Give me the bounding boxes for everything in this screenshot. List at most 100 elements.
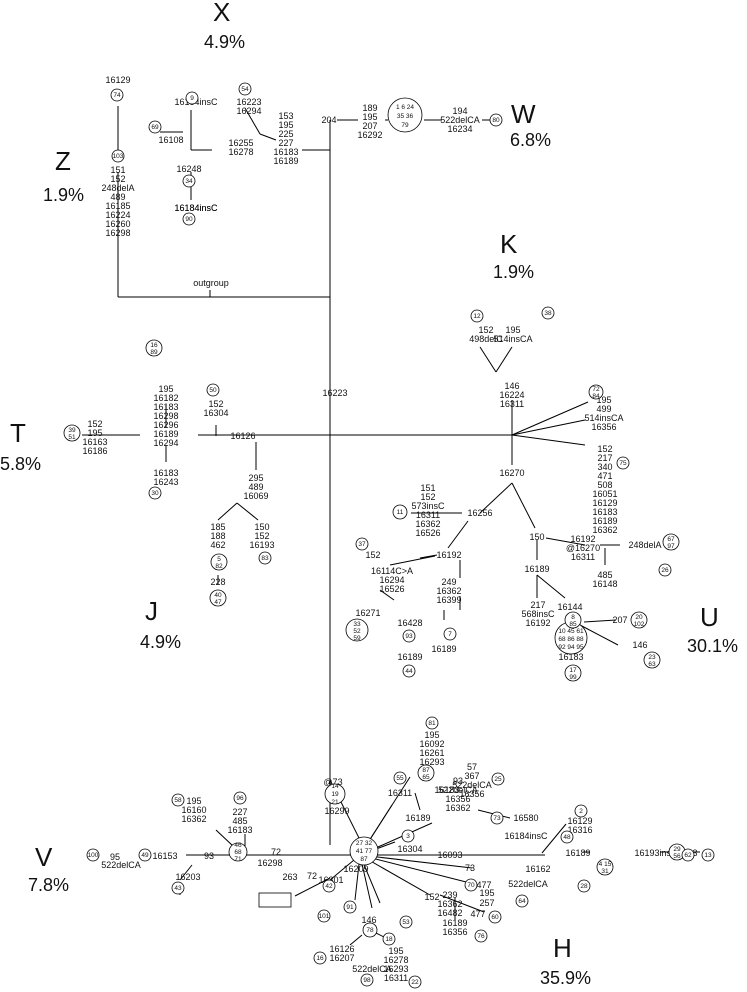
mutation-label: 146 — [504, 381, 519, 391]
haplotype-node — [322, 879, 336, 893]
haplotype-node — [488, 910, 502, 924]
node-sample-ids: 89 — [150, 349, 158, 356]
mutation-label: 16278 — [383, 955, 408, 965]
mutation-label: 16270 — [499, 468, 524, 478]
haplotype-node — [401, 829, 415, 843]
mutation-label: 16294 — [236, 106, 261, 116]
mutation-label: 72 — [307, 871, 317, 881]
haplotype-node — [464, 878, 478, 892]
node-sample-ids: 67 — [667, 536, 675, 543]
haplotype-node — [343, 900, 357, 914]
mutation-label: 16182 — [153, 393, 178, 403]
node-sample-ids: 16 — [316, 955, 324, 962]
haplotype-node — [417, 764, 435, 782]
mutation-label: 16316 — [567, 825, 592, 835]
haplotype-node — [228, 842, 248, 862]
node-sample-ids: 103 — [113, 153, 124, 160]
node-sample-ids: 31 — [601, 868, 609, 875]
crs-box — [258, 892, 292, 908]
node-sample-ids: 21 — [331, 799, 339, 806]
mutation-label: 16114C>A — [371, 566, 413, 576]
mutation-label: 16260 — [105, 219, 130, 229]
mutation-label: 16189 — [592, 516, 617, 526]
haplotype-node — [209, 589, 227, 607]
hg-v-pct: 7.8% — [28, 875, 69, 895]
node-sample-ids: 46 — [234, 842, 242, 849]
haplotype-node — [392, 504, 408, 520]
mutation-label: 522delCA — [101, 860, 141, 870]
node-sample-ids: 22 — [411, 979, 419, 986]
node-sample-ids: 60 — [491, 914, 499, 921]
mutation-label: 16293 — [419, 757, 444, 767]
node-sample-ids: 17 — [569, 667, 577, 674]
mutation-label: 16160 — [181, 805, 206, 815]
node-sample-ids: 65 — [422, 774, 430, 781]
node-sample-ids: 56 — [673, 853, 681, 860]
mutation-label: 16189 — [397, 652, 422, 662]
mutation-label: 522delCA — [352, 964, 392, 974]
haplotype-node — [489, 113, 503, 127]
mutation-label: 16126 — [329, 944, 354, 954]
haplotype-node — [387, 97, 423, 133]
mutation-label: 16183 — [434, 785, 459, 795]
haplotype-node — [171, 793, 185, 807]
node-sample-ids: 42 — [325, 883, 333, 890]
node-sample-ids: 83 — [261, 555, 269, 562]
mutation-label: 16243 — [153, 477, 178, 487]
haplotype-node — [402, 629, 416, 643]
node-sample-ids: 62 — [684, 852, 692, 859]
node-sample-ids: 75 — [619, 460, 627, 467]
mutation-label: 93 — [204, 851, 214, 861]
mutation-label: 16129 — [567, 816, 592, 826]
node-sample-ids: 39 — [68, 427, 76, 434]
hg-h-name: H — [553, 933, 572, 963]
mutation-label: 195 — [479, 888, 494, 898]
mutation-label: 16129 — [105, 75, 130, 85]
hg-j-pct: 4.9% — [140, 632, 181, 652]
mutation-label: 16271 — [355, 608, 380, 618]
mutation-label: 522delCA — [440, 115, 480, 125]
haplotype-node — [515, 894, 529, 908]
mutation-label: 16183 — [558, 652, 583, 662]
haplotype-node — [577, 879, 591, 893]
node-sample-ids: 48 — [563, 834, 571, 841]
mutation-label: 16192 — [525, 618, 550, 628]
mutation-label: 499 — [596, 404, 611, 414]
mutation-label: 16298 — [153, 411, 178, 421]
haplotype-node — [643, 651, 661, 669]
mutation-label: 16069 — [243, 491, 268, 501]
mutation-label: 16189 — [565, 848, 590, 858]
node-sample-ids: 82 — [215, 563, 223, 570]
haplotype-node — [182, 212, 196, 226]
mutation-label: 248delA — [628, 540, 661, 550]
node-sample-ids: 69 — [151, 124, 159, 131]
mutation-label: 16399 — [436, 595, 461, 605]
mutation-label: 146 — [632, 640, 647, 650]
mutation-label: 16362 — [445, 803, 470, 813]
node-sample-ids: 51 — [68, 434, 76, 441]
mutation-label: 489 — [110, 192, 125, 202]
haplotype-node — [110, 88, 124, 102]
node-sample-ids: 33 — [353, 621, 361, 628]
node-sample-ids: 87 — [422, 767, 430, 774]
mutation-label: 16362 — [437, 899, 462, 909]
node-sample-ids: 79 — [401, 122, 409, 129]
mutation-label: 16192 — [436, 550, 461, 560]
hg-x-pct: 4.9% — [204, 32, 245, 52]
haplotype-node — [399, 915, 413, 929]
haplotype-node — [564, 611, 582, 629]
haplotype-node — [349, 836, 379, 866]
node-sample-ids: 73 — [493, 815, 501, 822]
mutation-label: 195 — [388, 946, 403, 956]
node-sample-ids: 28 — [580, 883, 588, 890]
mutation-label: 57 — [467, 762, 477, 772]
mutation-label: 16580 — [513, 813, 538, 823]
mutation-label: 16184insC — [174, 203, 218, 213]
haplotype-node — [701, 848, 715, 862]
mutation-label: 152 — [87, 419, 102, 429]
mutation-label: 16234 — [447, 124, 472, 134]
mutation-label: 16184insC — [174, 203, 218, 213]
node-sample-ids: 38 — [544, 310, 552, 317]
mutation-label: 151 — [110, 165, 125, 175]
mutation-label: 16051 — [592, 489, 617, 499]
